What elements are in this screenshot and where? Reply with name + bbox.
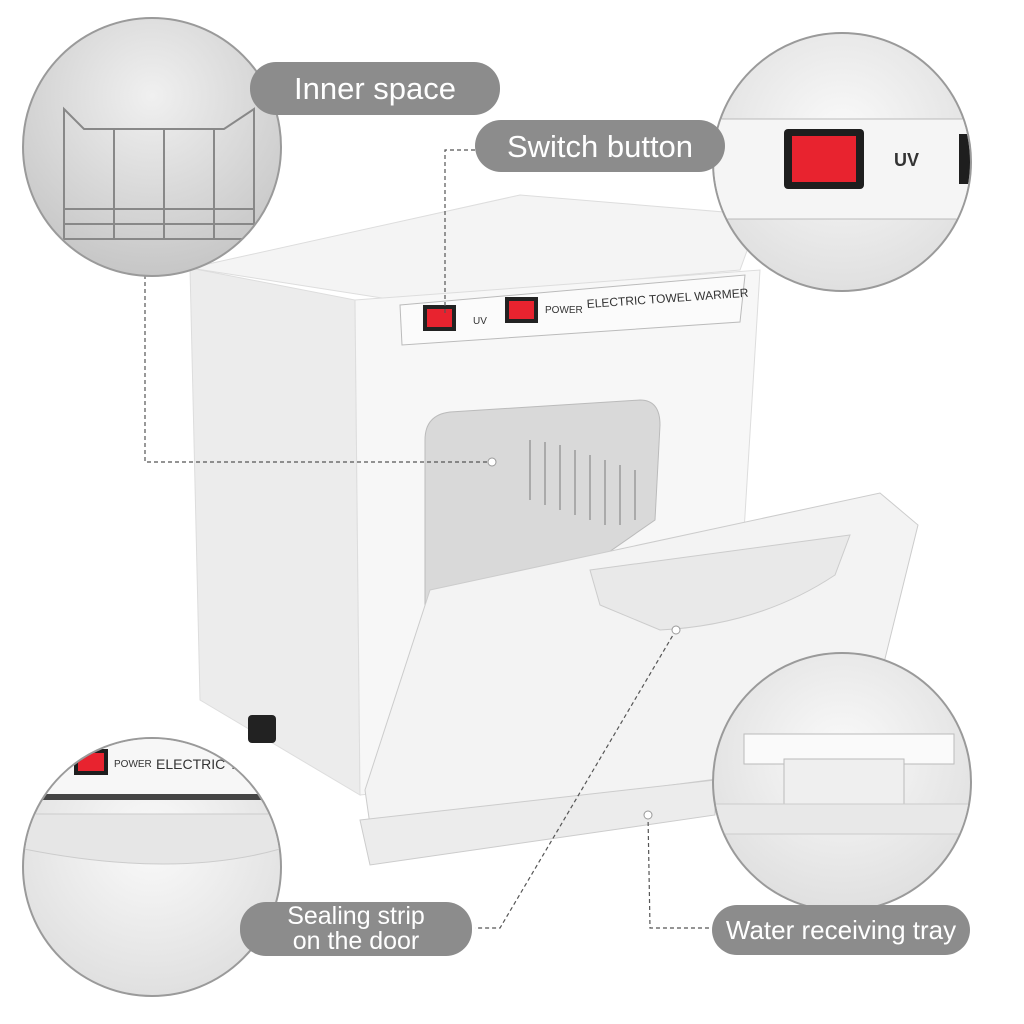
inset-power-label: POWER — [114, 759, 152, 770]
label-inner-space: Inner space — [250, 62, 500, 115]
label-water-tray: Water receiving tray — [712, 905, 970, 955]
inset-switch-button: UV — [712, 32, 972, 292]
panel-power-label: POWER — [545, 305, 583, 316]
label-sealing-strip-line2: on the door — [292, 927, 420, 955]
inset-inner-space — [22, 17, 282, 277]
inset-sealing-strip: POWER ELECTRIC TOV — [22, 737, 282, 997]
inset-product-name: ELECTRIC TOV — [156, 756, 258, 772]
label-sealing-strip-line1: Sealing strip — [287, 902, 425, 930]
inset-uv-label: UV — [894, 150, 919, 170]
panel-uv-label: UV — [473, 316, 487, 327]
inset-water-tray — [712, 652, 972, 912]
label-sealing-strip: Sealing strip on the door — [240, 902, 472, 956]
label-switch-button: Switch button — [475, 120, 725, 172]
